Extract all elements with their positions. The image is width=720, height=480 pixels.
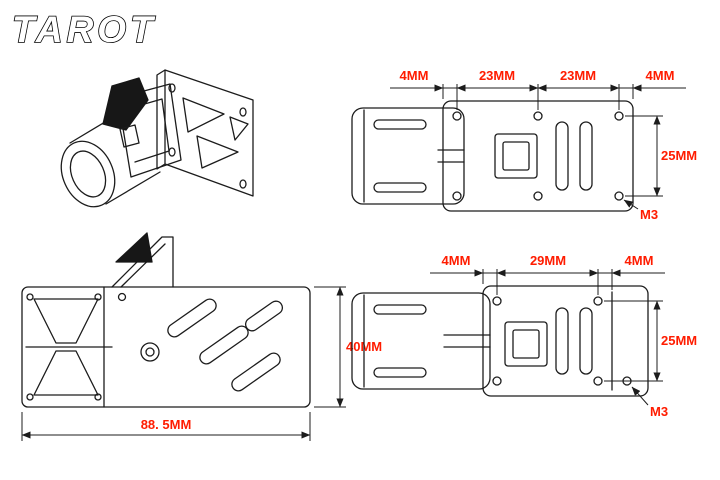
top-view-upper: 4MM 23MM 23MM 4MM 25MM M3 (351, 68, 697, 222)
side-view-outline (21, 232, 311, 408)
dim-label-lower-4mm-left: 4MM (442, 253, 471, 268)
thread-label-upper-m3: M3 (640, 207, 658, 222)
dim-label-upper-4mm-left: 4MM (400, 68, 429, 83)
screw-holes-lower (492, 296, 632, 386)
dim-label-upper-23mm-right: 23MM (560, 68, 596, 83)
top-view-upper-outline (351, 100, 634, 212)
iso-mount-plate (156, 69, 254, 197)
iso-tube (60, 109, 161, 208)
top-view-lower-dimension-lines (430, 269, 665, 406)
screw-holes-upper (452, 111, 624, 201)
top-view-lower-outline (351, 285, 649, 397)
top-view-lower: 4MM 29MM 4MM 25MM M3 (351, 253, 697, 419)
dim-label-upper-23mm-left: 23MM (479, 68, 515, 83)
dim-label-width-88-5mm: 88. 5MM (141, 417, 192, 432)
top-view-upper-dimension-lines (390, 84, 686, 210)
isometric-view (60, 69, 254, 208)
dim-label-lower-29mm: 29MM (530, 253, 566, 268)
thread-label-lower-m3: M3 (650, 404, 668, 419)
dim-label-upper-4mm-right: 4MM (646, 68, 675, 83)
iso-quick-release-lever (102, 77, 149, 148)
side-view-dimension-lines (21, 286, 346, 441)
dim-label-upper-25mm: 25MM (661, 148, 697, 163)
dim-label-lower-25mm: 25MM (661, 333, 697, 348)
side-view: 40MM 88. 5MM (21, 232, 382, 441)
tarot-logo: TAROT (12, 9, 157, 50)
dim-label-lower-4mm-right: 4MM (625, 253, 654, 268)
